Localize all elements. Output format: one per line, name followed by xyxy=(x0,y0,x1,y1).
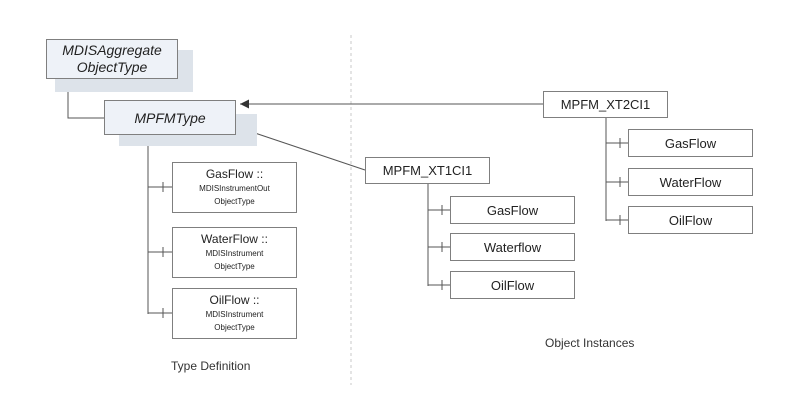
waterflow-property-box: WaterFlow :: MDISInstrument ObjectType xyxy=(172,227,297,278)
instance1-child-oilflow: OilFlow xyxy=(450,271,575,299)
instance2-child-waterflow-label: WaterFlow xyxy=(659,174,722,190)
object-instances-caption: Object Instances xyxy=(545,336,635,350)
instance2-child-oilflow-label: OilFlow xyxy=(668,212,713,228)
instance1-child-waterflow-label: Waterflow xyxy=(483,239,542,255)
instance1-label: MPFM_XT1CI1 xyxy=(382,163,473,178)
instance2-child-gasflow-label: GasFlow xyxy=(664,135,717,151)
instance1-child-gasflow: GasFlow xyxy=(450,196,575,224)
mpfm-type-label: MPFMType xyxy=(134,109,206,126)
instance2-child-oilflow: OilFlow xyxy=(628,206,753,234)
instance1-typeof-arrow xyxy=(239,126,366,171)
instance2-box: MPFM_XT2CI1 xyxy=(543,91,668,118)
gasflow-property-name: GasFlow :: xyxy=(205,167,264,181)
instance2-tree-lines xyxy=(605,118,628,225)
instance1-child-waterflow: Waterflow xyxy=(450,233,575,261)
waterflow-property-type2: ObjectType xyxy=(214,262,255,271)
instance1-child-oilflow-label: OilFlow xyxy=(490,277,535,293)
instance1-tree-lines xyxy=(427,184,450,290)
waterflow-property-type1: MDISInstrument xyxy=(205,249,264,258)
instance2-child-gasflow: GasFlow xyxy=(628,129,753,157)
instance2-label: MPFM_XT2CI1 xyxy=(560,97,651,112)
oilflow-property-name: OilFlow :: xyxy=(209,293,260,307)
oilflow-property-type1: MDISInstrument xyxy=(205,310,264,319)
instance2-child-waterflow: WaterFlow xyxy=(628,168,753,196)
gasflow-property-type2: ObjectType xyxy=(214,197,255,206)
waterflow-property-name: WaterFlow :: xyxy=(201,232,268,246)
instance1-box: MPFM_XT1CI1 xyxy=(365,157,490,184)
base-type-line1: MDISAggregate xyxy=(62,42,162,58)
oilflow-property-box: OilFlow :: MDISInstrument ObjectType xyxy=(172,288,297,339)
type-definition-caption: Type Definition xyxy=(171,359,251,373)
gasflow-property-box: GasFlow :: MDISInstrumentOut ObjectType xyxy=(172,162,297,213)
base-type-line2: ObjectType xyxy=(76,59,148,75)
gasflow-property-type1: MDISInstrumentOut xyxy=(199,184,270,193)
base-type-box: MDISAggregate ObjectType xyxy=(46,39,178,79)
oilflow-property-type2: ObjectType xyxy=(214,323,255,332)
mpfm-type-box: MPFMType xyxy=(104,100,236,135)
instance1-child-gasflow-label: GasFlow xyxy=(486,202,539,218)
type-tree-lines xyxy=(147,136,172,318)
